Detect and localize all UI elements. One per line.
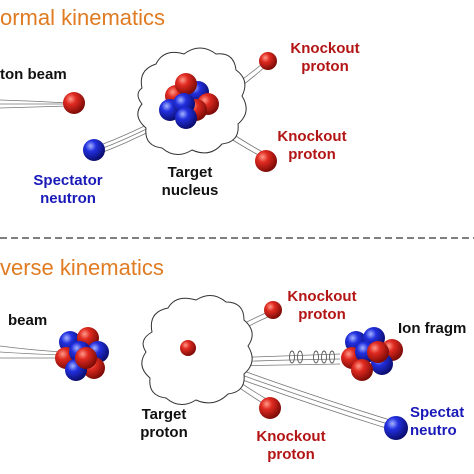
top-knockout-1-line1: Knockout: [290, 40, 360, 57]
bottom-spectator-line1: Spectat: [410, 404, 465, 421]
bottom-spectator-neutron: [384, 416, 408, 440]
bottom-beam-label: beam: [8, 312, 48, 329]
top-knockout-1-line2: proton: [301, 58, 349, 75]
top-target-nucleus: [159, 73, 219, 129]
bottom-panel-title: verse kinematics: [0, 255, 164, 280]
top-knockout-proton-2: [255, 150, 277, 172]
bottom-target-line2: proton: [140, 424, 188, 441]
top-beam-label: ton beam: [0, 66, 67, 83]
top-beam-streaks: [0, 99, 69, 109]
bottom-beam-streaks: [0, 345, 63, 359]
bottom-knockout-1-line1: Knockout: [287, 288, 357, 305]
bottom-knockout-2-line1: Knockout: [256, 428, 326, 445]
bottom-knockout-2-line2: proton: [267, 446, 315, 463]
bottom-knockout-label-1: Knockout proton: [282, 288, 362, 324]
top-panel-title: ormal kinematics: [0, 5, 166, 30]
bottom-spectator-line2: neutro: [410, 422, 457, 439]
top-knockout-2-line2: proton: [288, 146, 336, 163]
top-target-line1: Target: [167, 164, 213, 181]
bottom-knockout-1-line2: proton: [298, 306, 346, 323]
top-target-line2: nucleus: [161, 182, 219, 199]
bottom-target-label: Target proton: [124, 406, 204, 442]
bottom-fragment-wiggles: [289, 350, 335, 364]
bottom-knockout-proton-2: [259, 397, 281, 419]
top-knockout-label-2: Knockout proton: [272, 128, 352, 164]
bottom-beam-ion: [55, 327, 109, 381]
top-knockout-2-line1: Knockout: [277, 128, 347, 145]
top-spectator-line2: neutron: [40, 190, 96, 207]
top-spectator-label: Spectator neutron: [20, 172, 116, 208]
top-beam-proton: [63, 92, 85, 114]
top-spectator-neutron: [83, 139, 105, 161]
bottom-target-line1: Target: [141, 406, 187, 423]
bottom-target-cloud: [141, 295, 253, 405]
top-target-label: Target nucleus: [150, 164, 230, 200]
bottom-knockout-label-2: Knockout proton: [246, 428, 336, 464]
top-spectator-line1: Spectator: [33, 172, 103, 189]
bottom-fragment-label: Ion fragm: [398, 320, 467, 337]
bottom-knockout-proton-1: [264, 301, 282, 319]
top-knockout-proton-1: [259, 52, 277, 70]
bottom-ion-fragment: [341, 327, 403, 381]
bottom-spectator-label: Spectat neutro: [410, 404, 474, 440]
bottom-target-proton: [180, 340, 196, 356]
top-knockout-label-1: Knockout proton: [285, 40, 365, 76]
